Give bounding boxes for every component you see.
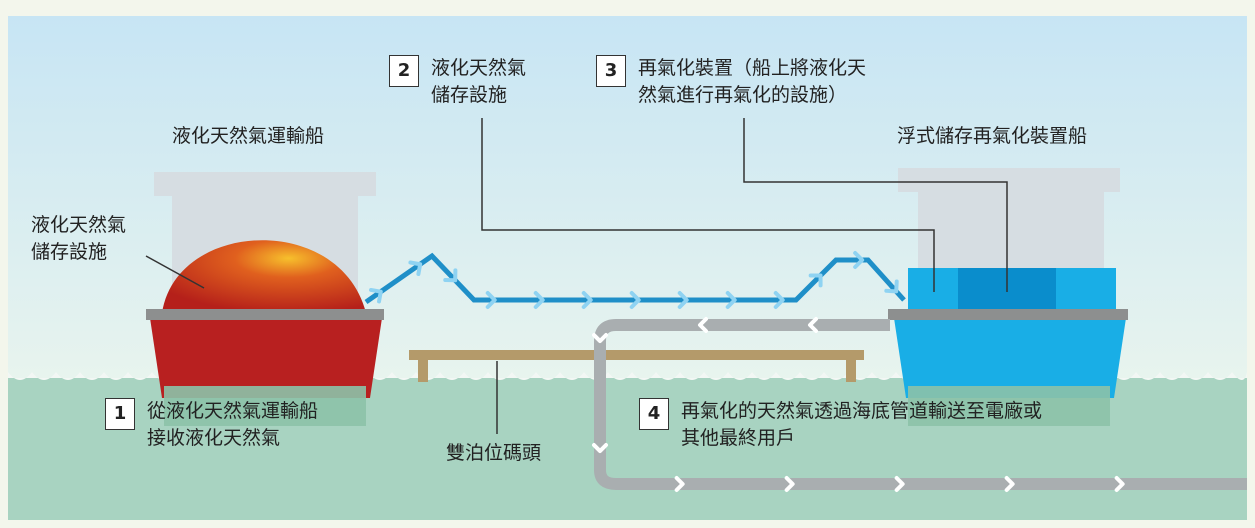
carrier-hull	[150, 318, 382, 398]
lng-flow-chevron	[581, 291, 593, 309]
lng-flow-chevron	[629, 291, 641, 309]
step-2-line2: 儲存設施	[431, 84, 508, 106]
step-1: 1 從液化天然氣運輸船 接收液化天然氣	[105, 398, 318, 452]
lng-flow-chevron	[884, 279, 899, 294]
leader-lines	[145, 118, 1008, 434]
step-2-number: 2	[389, 55, 419, 87]
flow-chevrons	[369, 251, 1125, 492]
step-3-line2: 然氣進行再氣化的設施）	[638, 84, 848, 106]
step-4-line2: 其他最終用戶	[681, 427, 796, 449]
step-4: 4 再氣化的天然氣透過海底管道輸送至電廠或 其他最終用戶	[639, 398, 1042, 452]
fsru-hull	[894, 318, 1126, 398]
lng-flow-chevron	[485, 291, 497, 309]
lng-flow-chevron	[725, 291, 737, 309]
fsru-label: 浮式儲存再氣化裝置船	[897, 125, 1088, 147]
lng-carrier-label: 液化天然氣運輸船	[172, 125, 325, 147]
gas-flow-chevron	[674, 476, 685, 492]
gas-flow-chevron	[592, 333, 608, 344]
step-1-text: 從液化天然氣運輸船 接收液化天然氣	[147, 398, 318, 452]
storage-leader-line	[145, 255, 205, 289]
carrier-deck	[146, 309, 384, 320]
lng-flow-chevron	[533, 291, 545, 309]
lng-flow-chevron	[369, 287, 383, 304]
step-4-number: 4	[639, 398, 669, 430]
gas-flow-chevron	[808, 317, 818, 334]
storage-facility-label: 液化天然氣 儲存設施	[31, 212, 126, 266]
jetty	[409, 350, 864, 382]
carrier-storage-dome	[162, 240, 366, 313]
gas-flow-chevron	[592, 443, 608, 454]
lng-flow-chevron	[853, 251, 865, 269]
step-2: 2 液化天然氣 儲存設施	[389, 55, 526, 109]
fsru-deck	[888, 309, 1128, 320]
step-1-number: 1	[105, 398, 135, 430]
step3-leader-line	[743, 118, 1008, 292]
lng-flow-chevron	[677, 291, 689, 309]
gas-pipeline	[594, 319, 1247, 490]
step-3-text: 再氣化裝置（船上將液化天 然氣進行再氣化的設施）	[638, 55, 866, 109]
step-3-line1: 再氣化裝置（船上將液化天	[638, 57, 867, 79]
jetty-label: 雙泊位碼頭	[446, 442, 542, 464]
storage-label-line2: 儲存設施	[31, 241, 108, 263]
step-4-line1: 再氣化的天然氣透過海底管道輸送至電廠或	[681, 400, 1043, 422]
step2-leader-line	[481, 118, 935, 292]
gas-flow-chevron	[1004, 476, 1015, 492]
lng-flow-chevron	[773, 291, 785, 309]
step-4-text: 再氣化的天然氣透過海底管道輸送至電廠或 其他最終用戶	[681, 398, 1042, 452]
carrier-hull-underwater	[164, 386, 366, 426]
gas-flow-chevron	[1114, 476, 1125, 492]
fsru-hull-underwater	[908, 386, 1110, 426]
lng-flow-chevron	[443, 268, 458, 283]
step-1-line1: 從液化天然氣運輸船	[147, 400, 319, 422]
step-3-number: 3	[596, 55, 626, 87]
lng-transfer-pipe	[364, 252, 906, 305]
fsru-superstructure	[898, 168, 1120, 270]
storage-label-line1: 液化天然氣	[31, 214, 127, 236]
gas-flow-chevron	[894, 476, 905, 492]
step-1-line2: 接收液化天然氣	[147, 427, 281, 449]
lng-flow-chevron	[408, 260, 423, 277]
lng-flow-chevron	[808, 273, 823, 288]
step-3: 3 再氣化裝置（船上將液化天 然氣進行再氣化的設施）	[596, 55, 866, 109]
gas-flow-chevron	[784, 476, 795, 492]
step-2-text: 液化天然氣 儲存設施	[431, 55, 526, 109]
step-2-line1: 液化天然氣	[431, 57, 527, 79]
gas-flow-chevron	[698, 317, 708, 333]
